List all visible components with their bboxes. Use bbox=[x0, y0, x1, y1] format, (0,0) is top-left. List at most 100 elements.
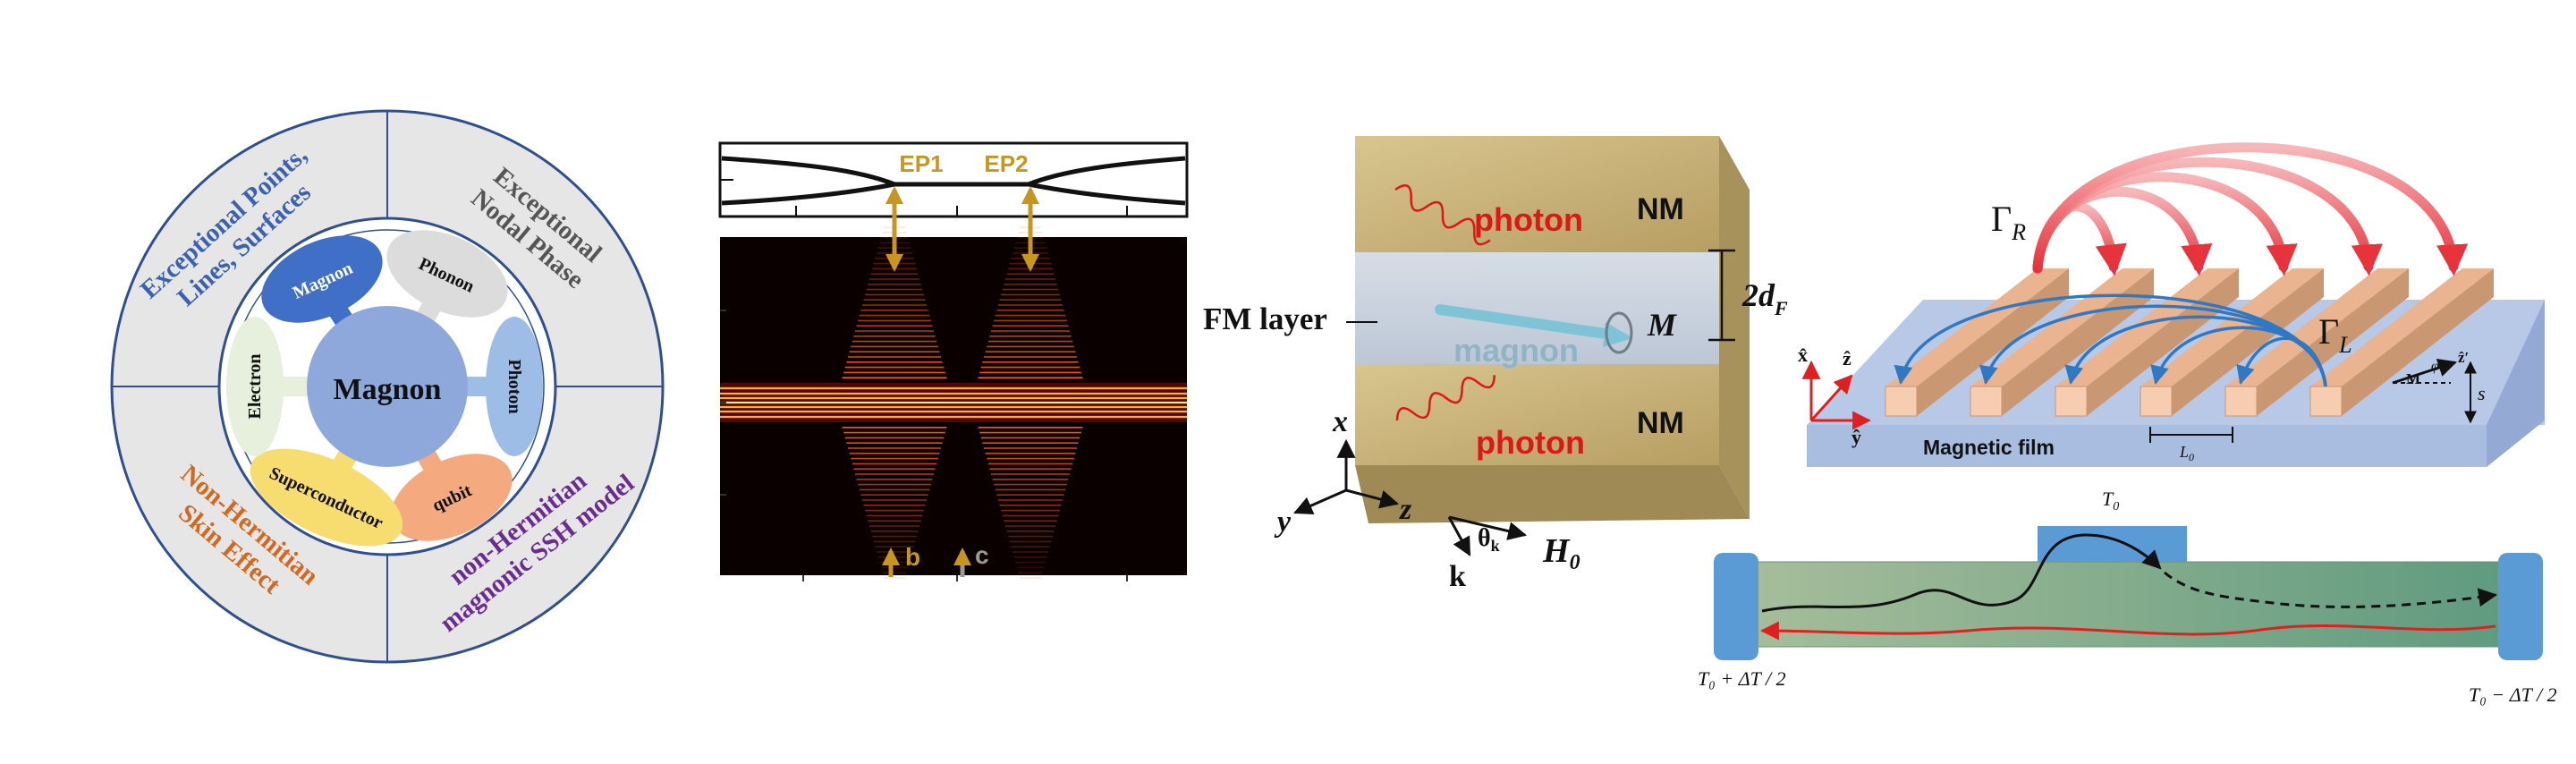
y-hat-label: ŷ bbox=[1852, 426, 1861, 448]
film-side-face bbox=[2487, 300, 2545, 467]
cube-bottom-face bbox=[1355, 465, 1750, 523]
strip-top bbox=[2225, 268, 2409, 386]
inset-ticks bbox=[720, 179, 1128, 216]
strip-front bbox=[2224, 386, 2258, 417]
cube-panel: photon NM magnon M photon NM FM layer 2d… bbox=[1203, 136, 1788, 593]
right-contact bbox=[2498, 553, 2543, 660]
axis-z-label: z bbox=[1399, 493, 1412, 526]
satellite-photon-label: Photon bbox=[504, 359, 524, 413]
axis-x-label: x bbox=[1332, 405, 1348, 438]
eigenvalue-lower-branch bbox=[721, 182, 1186, 206]
magnetization-arrow-head bbox=[1603, 322, 1633, 347]
gamma-r-arc bbox=[2032, 172, 2298, 276]
wavevector-diagram bbox=[1447, 515, 1528, 556]
satellite-electron bbox=[226, 317, 284, 456]
film-axes bbox=[1801, 360, 1872, 430]
strip-side bbox=[2172, 268, 2324, 416]
l0-label: L0 bbox=[2179, 443, 2194, 463]
gamma-l-coupling-arcs bbox=[1894, 293, 2327, 387]
fm-layer-label: FM layer bbox=[1203, 301, 1327, 336]
photon-wave-top bbox=[1394, 184, 1491, 246]
strip-side bbox=[2087, 268, 2239, 416]
phi-label: φ bbox=[2431, 359, 2439, 374]
left-temperature-label: T₀ + ΔT / 2 bbox=[1698, 667, 1786, 690]
coordinate-axes bbox=[1293, 438, 1400, 515]
satellite-superconductor bbox=[250, 448, 403, 547]
z-prime-label: ẑ′ bbox=[2458, 349, 2469, 366]
gamma-r-coupling-arcs bbox=[2032, 142, 2469, 276]
satellite-phonon bbox=[386, 230, 508, 318]
precession-loop bbox=[1605, 311, 1633, 354]
center-node bbox=[307, 306, 468, 467]
cube-side-face bbox=[1719, 136, 1750, 519]
fm-layer bbox=[1355, 252, 1719, 364]
axis-y-label: y bbox=[1274, 505, 1292, 539]
strip-side bbox=[2342, 268, 2494, 416]
x-hat-label: x̂ bbox=[1798, 344, 1808, 366]
forward-path-dashed bbox=[2164, 571, 2498, 608]
strip-side bbox=[2002, 268, 2154, 416]
strip-front bbox=[1885, 386, 1918, 417]
strip-top bbox=[1885, 268, 2069, 386]
magnetization-label: M bbox=[2406, 370, 2420, 387]
h0-label: H0 bbox=[1542, 532, 1580, 574]
film-strips bbox=[1885, 268, 2494, 417]
left-contact bbox=[1714, 553, 1758, 660]
spectrum-bands bbox=[720, 226, 1187, 579]
photon-wave-bottom bbox=[1395, 375, 1496, 421]
theta-label: θk bbox=[1478, 524, 1500, 555]
strip-front bbox=[2055, 386, 2088, 417]
thermal-bar-panel: T0 T₀ + ΔT / 2 T₀ − ΔT / 2 bbox=[1698, 488, 2557, 706]
ep1-label: EP1 bbox=[899, 150, 943, 177]
forward-path-solid bbox=[1761, 533, 2162, 613]
strip-top bbox=[2055, 268, 2239, 386]
t0-top-label: T0 bbox=[2102, 488, 2119, 514]
gamma-r-arc bbox=[2032, 142, 2469, 276]
gamma-l-label: ΓL bbox=[2318, 311, 2352, 358]
map-ticks bbox=[720, 310, 1128, 581]
strip-top bbox=[1970, 268, 2154, 386]
strip-side bbox=[1917, 268, 2069, 416]
thickness-bracket bbox=[1708, 249, 1735, 342]
film-panel: ΓR ΓL x̂ ẑ ŷ Magnetic film L0 s M ẑ′ φ bbox=[1798, 142, 2545, 467]
satellite-qubit bbox=[391, 454, 513, 541]
strip-side bbox=[2257, 268, 2409, 416]
gamma-l-arc bbox=[2150, 326, 2327, 387]
s-label: s bbox=[2478, 382, 2486, 404]
gamma-r-label: ΓR bbox=[1991, 199, 2026, 245]
spectrum-panel: EP1 EP2 b c bbox=[718, 141, 1189, 581]
film-front-face bbox=[1807, 425, 2487, 467]
satellite-electron-label: Electron bbox=[245, 354, 265, 420]
satellite-magnon bbox=[261, 235, 383, 323]
l0-dimension bbox=[2149, 427, 2233, 443]
strip-front bbox=[2140, 386, 2173, 417]
photon-label-bottom: photon bbox=[1476, 424, 1585, 461]
backward-path bbox=[1759, 621, 2496, 641]
strip-front bbox=[2309, 386, 2343, 417]
strip-top bbox=[2310, 268, 2494, 386]
k-label: k bbox=[1449, 560, 1466, 593]
satellite-photon bbox=[486, 317, 543, 456]
c-label: c bbox=[975, 541, 989, 569]
strip-front bbox=[1970, 386, 2003, 417]
b-label: b bbox=[905, 543, 920, 571]
magnetization-direction bbox=[2392, 358, 2457, 385]
wheel-panel: Magnon Magnon Phonon Photon qubit Superc… bbox=[110, 109, 665, 664]
nm-top-layer bbox=[1355, 136, 1719, 252]
nm-label-bottom: NM bbox=[1637, 406, 1684, 440]
film-label: Magnetic film bbox=[1923, 436, 2055, 459]
spectrum-top-inset bbox=[718, 141, 1189, 218]
gamma-r-arc bbox=[2032, 186, 2213, 276]
gamma-l-arc bbox=[2236, 336, 2327, 387]
right-temperature-label: T₀ − ΔT / 2 bbox=[2469, 683, 2557, 706]
top-contact bbox=[2038, 526, 2187, 562]
nm-label-top: NM bbox=[1637, 192, 1684, 226]
ep2-label: EP2 bbox=[984, 150, 1028, 177]
center-label: Magnon bbox=[334, 373, 442, 406]
z-hat-label: ẑ bbox=[1843, 347, 1852, 369]
magnetization-arrow bbox=[1435, 304, 1611, 339]
magnon-label: magnon bbox=[1453, 332, 1579, 369]
thickness-label: 2dF bbox=[1741, 277, 1788, 319]
m-label: M bbox=[1647, 307, 1678, 343]
